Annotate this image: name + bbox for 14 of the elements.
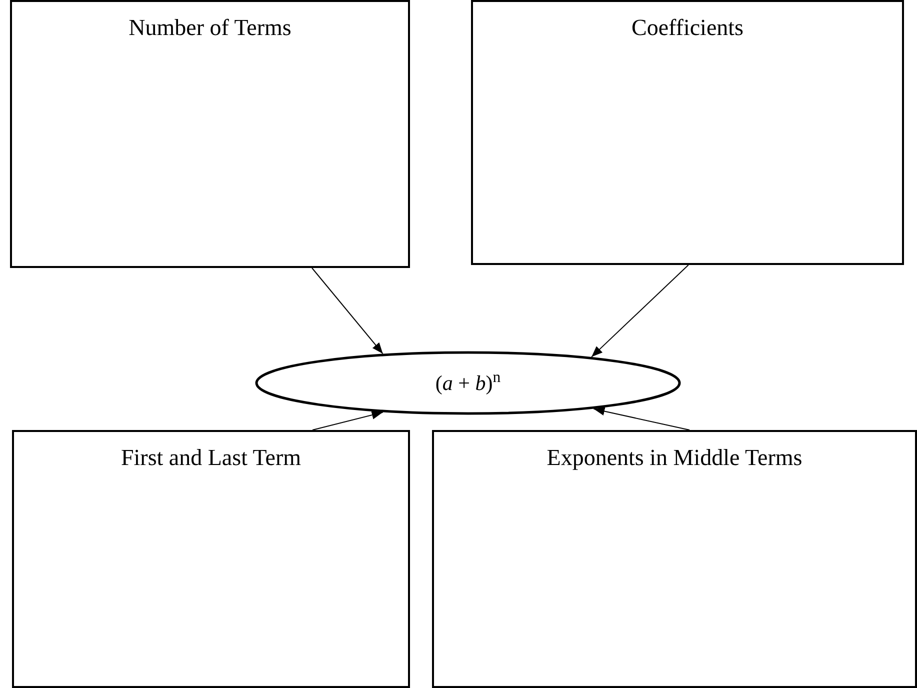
text-box [471, 0, 904, 265]
box-heading: Number of Terms [128, 14, 292, 42]
box-heading: Coefficients [632, 14, 744, 42]
arrow [312, 410, 384, 430]
text-box [432, 430, 917, 688]
formula-text: (a + b)$^{n}$ [435, 372, 501, 394]
box-heading: Exponents in Middle Terms [546, 444, 802, 472]
text-box [12, 430, 410, 688]
arrow [593, 406, 690, 430]
box-heading: First and Last Term [120, 444, 302, 472]
arrow [591, 264, 689, 358]
ellipse-node [255, 351, 681, 415]
arrow [312, 268, 384, 354]
text-box [10, 0, 410, 268]
